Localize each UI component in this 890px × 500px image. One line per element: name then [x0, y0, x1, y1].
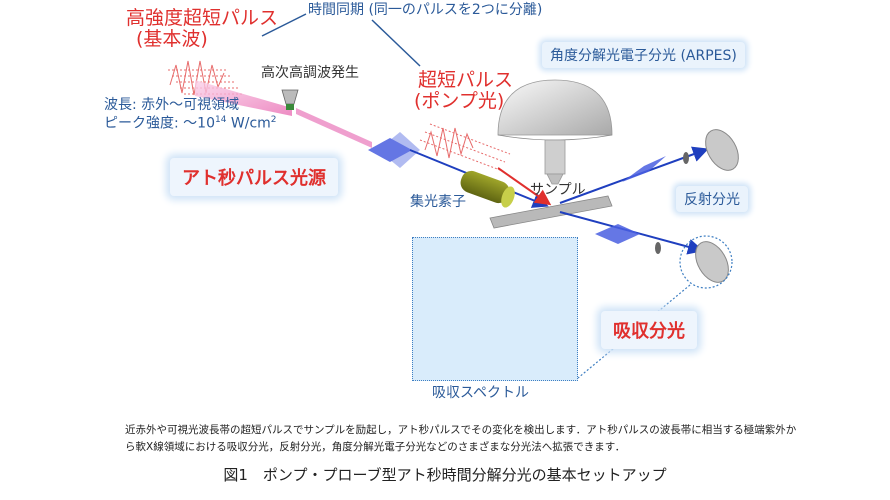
focusing-element — [460, 170, 515, 208]
absorb-spectrum-label: 吸収スペクトル — [432, 385, 530, 401]
atto-pulse — [368, 132, 420, 168]
arpes-label: 角度分解光電子分光 (ARPES) — [542, 42, 745, 68]
transmitted-pulse — [595, 224, 640, 244]
pump-pulse — [419, 123, 511, 171]
absorb-spectrometer — [655, 235, 733, 289]
pump-title-line1: 超短パルス — [418, 69, 514, 91]
figure-title: 図1 ポンプ・プローブ型アト秒時間分解分光の基本セットアップ — [223, 466, 667, 484]
sync-line-right — [371, 19, 421, 67]
wavelength-label: 波長: 赤外〜可視領域 — [104, 97, 240, 113]
fundamental-pulse — [168, 60, 244, 96]
sample-label: サンプル — [530, 182, 586, 198]
sync-label: 時間同期 (同一のパルスを2つに分離) — [308, 2, 543, 18]
fundamental-title-line2: (基本波) — [136, 28, 208, 50]
peak-unit-exp: 2 — [270, 115, 277, 125]
reflect-label: 反射分光 — [676, 186, 748, 212]
peak-intensity-label: ピーク強度: 〜1014 W/cm2 — [104, 115, 277, 132]
reflect-spectrometer — [683, 129, 739, 171]
arpes-analyzer — [497, 79, 613, 185]
sample-plate — [489, 195, 613, 229]
pink-beam-out — [296, 108, 372, 148]
peak-unit: W/cm — [226, 115, 271, 132]
figure-caption: 近赤外や可視光波長帯の超短パルスでサンプルを励起し，アト秒パルスでその変化を検出… — [125, 424, 797, 453]
peak-exp: 14 — [214, 115, 227, 125]
hhg-label: 高次高調波発生 — [261, 65, 359, 81]
pump-title-line2: (ポンプ光) — [414, 90, 505, 112]
pink-beam — [195, 80, 292, 116]
absorb-label: 吸収分光 — [601, 311, 697, 349]
pump-beam — [497, 167, 552, 206]
atto-source-label: アト秒パルス光源 — [170, 158, 338, 196]
reflected-pulse — [622, 156, 666, 182]
fundamental-title-line1: 高強度超短パルス — [126, 7, 279, 29]
sync-line-left — [261, 13, 307, 37]
peak-prefix: ピーク強度: 〜10 — [104, 115, 215, 132]
hhg-cell — [281, 89, 299, 110]
inset-panel — [412, 237, 578, 381]
focus-label: 集光素子 — [410, 194, 466, 210]
